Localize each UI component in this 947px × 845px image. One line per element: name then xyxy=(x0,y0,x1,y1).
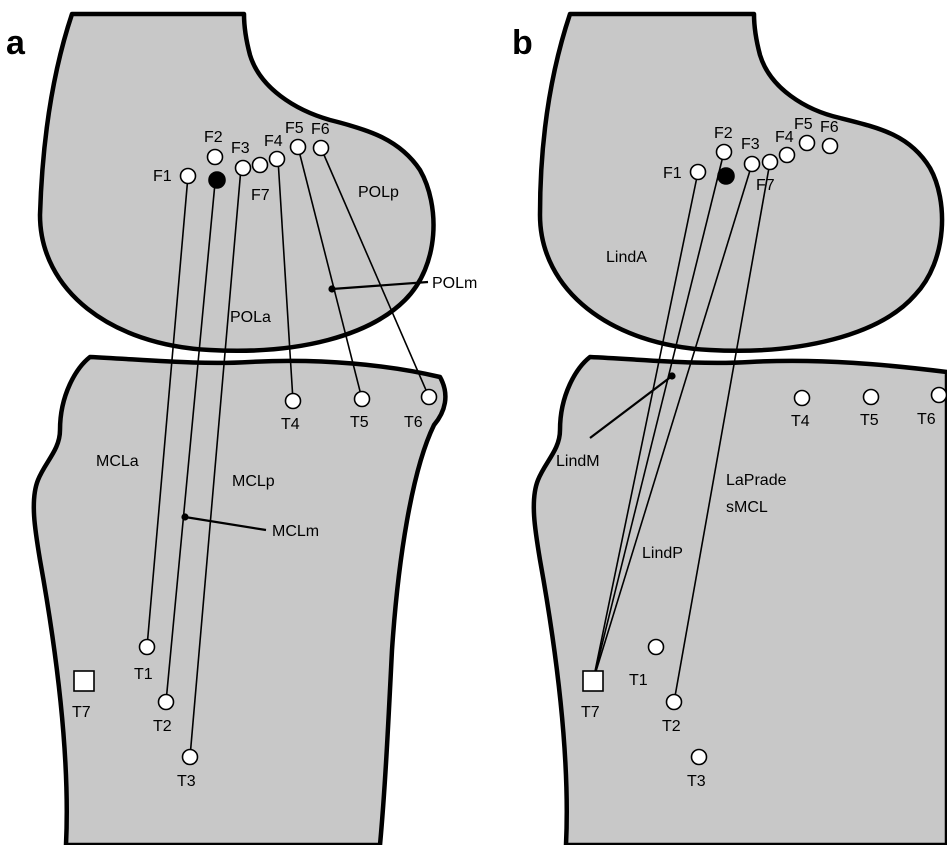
panel-b-label-t7: T7 xyxy=(581,704,600,721)
panel-a-femur xyxy=(40,14,434,351)
panel-b-label-f7: F7 xyxy=(756,177,775,194)
mclm-leader-dot xyxy=(181,513,188,520)
panel-a-letter: a xyxy=(6,24,26,62)
panel-b-label-f6: F6 xyxy=(820,119,839,136)
panel-a-point-t2 xyxy=(159,695,174,710)
panel-b-label-laprade: LaPrade xyxy=(726,472,787,489)
panel-b-label-t1: T1 xyxy=(629,672,648,689)
panel-a-label-t3: T3 xyxy=(177,773,196,790)
panel-b: b F1 F2 F3 F4 F5 xyxy=(512,14,947,845)
panel-a-label-t1: T1 xyxy=(134,666,153,683)
panel-b-point-f4 xyxy=(780,148,795,163)
panel-a-label-mcla: MCLa xyxy=(96,453,139,470)
panel-a-label-mclp: MCLp xyxy=(232,473,275,490)
panel-b-point-t5 xyxy=(864,390,879,405)
panel-a-label-polm: POLm xyxy=(432,275,477,292)
panel-a-label-f4: F4 xyxy=(264,133,283,150)
panel-a-point-f2 xyxy=(208,150,223,165)
panel-a-label-f2: F2 xyxy=(204,129,223,146)
panel-a: a F1 xyxy=(6,14,477,845)
panel-b-point-t3 xyxy=(692,750,707,765)
panel-a-label-polp: POLp xyxy=(358,184,399,201)
panel-b-label-smcl: sMCL xyxy=(726,499,768,516)
panel-a-label-mclm: MCLm xyxy=(272,523,319,540)
panel-a-label-t6: T6 xyxy=(404,414,423,431)
panel-b-point-t4 xyxy=(795,391,810,406)
panel-b-label-f2: F2 xyxy=(714,125,733,142)
panel-a-point-t3 xyxy=(183,750,198,765)
panel-a-point-t7 xyxy=(74,671,94,691)
panel-b-point-f6 xyxy=(823,139,838,154)
panel-a-label-t5: T5 xyxy=(350,414,369,431)
panel-a-label-t4: T4 xyxy=(281,416,300,433)
panel-b-letter: b xyxy=(512,24,533,62)
panel-b-point-t1 xyxy=(649,640,664,655)
panel-a-label-t2: T2 xyxy=(153,718,172,735)
panel-b-label-f3: F3 xyxy=(741,136,760,153)
panel-a-label-pola: POLa xyxy=(230,309,271,326)
panel-b-point-f3 xyxy=(745,157,760,172)
panel-a-point-f5 xyxy=(291,140,306,155)
panel-b-label-f4: F4 xyxy=(775,129,794,146)
panel-a-point-f3 xyxy=(236,161,251,176)
panel-b-label-t2: T2 xyxy=(662,718,681,735)
panel-a-label-f3: F3 xyxy=(231,140,250,157)
panel-b-label-t4: T4 xyxy=(791,413,810,430)
panel-b-point-f1 xyxy=(691,165,706,180)
panel-a-label-f7: F7 xyxy=(251,187,270,204)
panel-a-point-f1 xyxy=(181,169,196,184)
panel-b-point-t6 xyxy=(932,388,947,403)
panel-a-label-f1: F1 xyxy=(153,168,172,185)
lindm-leader-dot xyxy=(668,372,675,379)
panel-b-point-f5 xyxy=(800,136,815,151)
panel-b-point-t7 xyxy=(583,671,603,691)
panel-b-label-f1: F1 xyxy=(663,165,682,182)
panel-b-label-linda: LindA xyxy=(606,249,647,266)
panel-b-label-t5: T5 xyxy=(860,412,879,429)
polm-leader-dot xyxy=(328,285,335,292)
panel-b-tibia xyxy=(534,357,947,845)
panel-a-point-f7 xyxy=(253,158,268,173)
panel-a-label-f5: F5 xyxy=(285,120,304,137)
panel-a-point-f6 xyxy=(314,141,329,156)
panel-b-label-t3: T3 xyxy=(687,773,706,790)
panel-b-label-f5: F5 xyxy=(794,116,813,133)
panel-b-point-f7 xyxy=(763,155,778,170)
panel-b-point-f2-filled xyxy=(718,168,734,184)
panel-a-point-t6 xyxy=(422,390,437,405)
panel-a-label-f6: F6 xyxy=(311,121,330,138)
panel-a-point-t5 xyxy=(355,392,370,407)
panel-a-point-t4 xyxy=(286,394,301,409)
panel-a-label-t7: T7 xyxy=(72,704,91,721)
panel-b-label-lindm: LindM xyxy=(556,453,600,470)
panel-b-label-t6: T6 xyxy=(917,411,936,428)
panel-a-point-f2-filled xyxy=(209,172,225,188)
panel-b-point-t2 xyxy=(667,695,682,710)
panel-a-point-f4 xyxy=(270,152,285,167)
panel-b-femur xyxy=(540,14,942,351)
panel-a-tibia xyxy=(34,357,446,845)
panel-a-point-t1 xyxy=(140,640,155,655)
panel-b-label-lindp: LindP xyxy=(642,545,683,562)
panel-b-point-f2 xyxy=(717,145,732,160)
